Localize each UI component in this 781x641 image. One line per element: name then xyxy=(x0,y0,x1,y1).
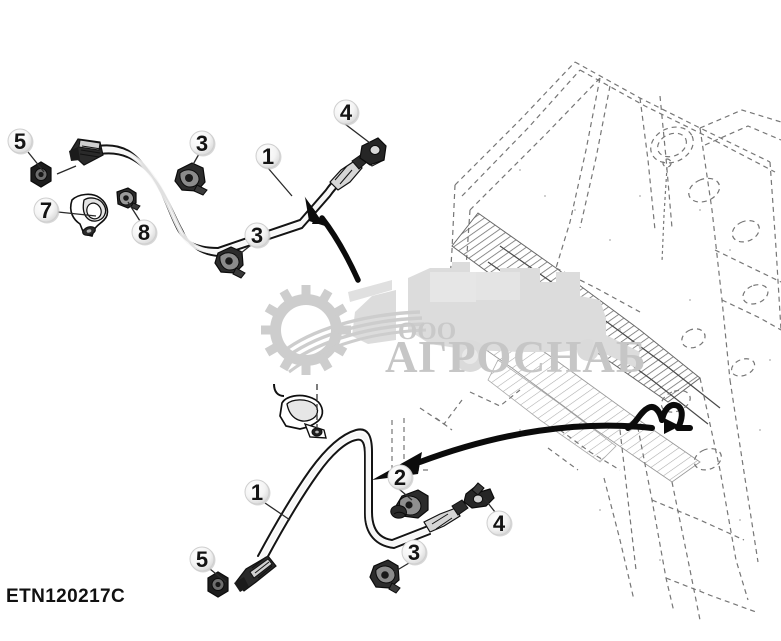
installed-hose-arrowhead xyxy=(664,418,680,434)
callout-label: 8 xyxy=(138,220,150,245)
callout-label: 7 xyxy=(40,198,52,223)
hose-line-lower-inner xyxy=(265,438,431,561)
callout-3-upper-a[interactable]: 3 xyxy=(189,130,216,157)
part-5-nut-lower xyxy=(207,571,229,598)
callout-label: 4 xyxy=(340,100,353,125)
watermark: ООО АГРОСНАБ xyxy=(261,262,647,382)
hose-fitting-right-lower xyxy=(423,499,469,533)
installed-hose-detail xyxy=(625,402,693,431)
hose-line-upper-fill xyxy=(96,147,343,255)
callout-5-upper[interactable]: 5 xyxy=(7,128,34,155)
callout-4-upper[interactable]: 4 xyxy=(333,99,360,126)
hose-fitting-left-upper xyxy=(69,138,104,166)
part-2-clamp xyxy=(390,489,429,519)
part-number-label: ETN120217C xyxy=(6,586,125,607)
upper-install-arrow xyxy=(304,196,361,283)
hose-support-clip xyxy=(273,383,327,439)
part-4-fitting-lower xyxy=(463,482,495,509)
part-4-fitting-upper xyxy=(359,137,387,167)
callout-7-upper[interactable]: 7 xyxy=(33,197,60,224)
callout-5-lower[interactable]: 5 xyxy=(189,546,216,573)
watermark-company: АГРОСНАБ xyxy=(385,332,647,382)
callout-1-upper[interactable]: 1 xyxy=(255,143,282,170)
callout-8-upper[interactable]: 8 xyxy=(131,219,158,246)
callout-label: 5 xyxy=(14,129,26,154)
leader-lines-lower xyxy=(209,488,496,583)
part-3a-clamp-upper xyxy=(174,162,208,196)
part-3-clamp-lower xyxy=(369,559,401,594)
callout-label: 4 xyxy=(493,511,506,536)
callout-4-lower[interactable]: 4 xyxy=(486,510,513,537)
callout-label: 5 xyxy=(196,547,208,572)
callout-label: 3 xyxy=(408,540,420,565)
callout-label: 1 xyxy=(251,480,263,505)
callout-1-lower[interactable]: 1 xyxy=(244,479,271,506)
upper-hose-assembly xyxy=(27,123,387,283)
hose-line-lower-fill xyxy=(259,432,432,561)
lower-hose-assembly xyxy=(207,383,693,598)
callout-balloons: 5 3 4 1 xyxy=(7,99,513,573)
part-3b-clamp-upper xyxy=(214,246,246,279)
callout-3-upper-b[interactable]: 3 xyxy=(244,222,271,249)
callout-label: 3 xyxy=(251,223,263,248)
callout-label: 2 xyxy=(394,465,406,490)
watermark-ooo: ООО xyxy=(398,318,456,345)
watermark-swoosh xyxy=(287,310,427,374)
part-5-nut-upper xyxy=(30,161,52,188)
callout-label: 1 xyxy=(262,144,274,169)
part-8-clamp xyxy=(116,187,141,211)
hose-line-lower-outer xyxy=(257,428,429,557)
leader-lines-upper xyxy=(27,123,371,258)
callout-2-lower[interactable]: 2 xyxy=(387,464,414,491)
hose-fitting-left-lower xyxy=(234,555,277,592)
callout-label: 3 xyxy=(196,131,208,156)
callout-3-lower[interactable]: 3 xyxy=(401,539,428,566)
